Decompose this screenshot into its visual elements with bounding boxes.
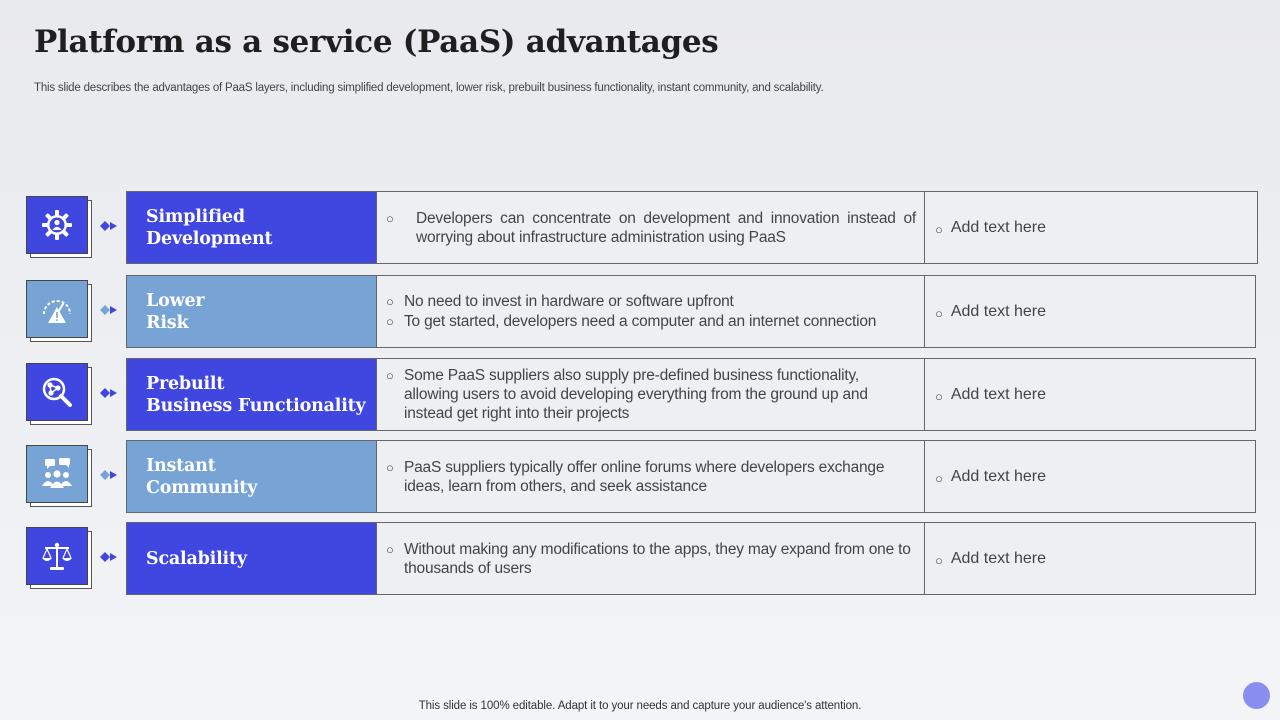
advantage-cells: Instant Community ○ PaaS suppliers typic… [126,440,1256,513]
bullet-icon: ○ [935,553,943,568]
bullet-icon: ○ [935,306,943,321]
arrow-right-icon [100,470,117,480]
icon-card [26,527,92,589]
placeholder-cell[interactable]: ○ Add text here [935,385,1047,405]
list-item: ○ Developers can concentrate on developm… [386,209,916,246]
advantage-description: ○ PaaS suppliers typically offer online … [377,441,925,512]
advantage-row: Instant Community ○ PaaS suppliers typic… [0,440,1280,514]
list-item: ○ PaaS suppliers typically offer online … [386,458,885,495]
scale-icon [26,527,88,585]
advantage-label: Simplified Development [127,192,377,263]
advantage-label: Instant Community [127,441,377,512]
list-item: ○ Some PaaS suppliers also supply pre-de… [386,367,868,422]
advantage-description: ○ No need to invest in hardware or softw… [377,276,925,347]
page-subtitle: This slide describes the advantages of P… [34,82,824,94]
icon-card [26,363,92,425]
list-item: ○ No need to invest in hardware or softw… [386,292,734,310]
placeholder-cell[interactable]: ○ Add text here [935,549,1047,569]
community-icon [26,445,88,503]
placeholder-cell[interactable]: ○ Add text here [935,302,1047,322]
advantage-cells: Prebuilt Business Functionality ○ Some P… [126,358,1256,431]
bullet-icon: ○ [386,210,394,226]
advantage-row: Scalability ○ Without making any modific… [0,522,1280,596]
bullet-icon: ○ [386,541,394,557]
advantage-row: Prebuilt Business Functionality ○ Some P… [0,358,1280,432]
advantage-row: Lower Risk ○ No need to invest in hardwa… [0,275,1280,349]
placeholder-cell[interactable]: ○ Add text here [935,467,1047,487]
bullet-icon: ○ [386,313,394,329]
advantage-description: ○ Without making any modifications to th… [377,523,925,594]
bullet-icon: ○ [935,222,943,237]
icon-card [26,196,92,258]
bullet-icon: ○ [386,368,394,383]
icon-card [26,280,92,342]
footer-note: This slide is 100% editable. Adapt it to… [418,700,862,712]
advantage-cells: Lower Risk ○ No need to invest in hardwa… [126,275,1256,348]
risk-gauge-icon [26,280,88,338]
arrow-right-icon [100,305,117,315]
bullet-icon: ○ [935,471,943,486]
placeholder-cell[interactable]: ○ Add text here [935,218,1047,238]
list-item: ○ Without making any modifications to th… [386,540,911,577]
advantage-description: ○ Some PaaS suppliers also supply pre-de… [377,359,925,430]
bullet-icon: ○ [386,459,394,475]
arrow-right-icon [100,221,117,231]
advantage-label: Scalability [127,523,377,594]
advantage-cells: Simplified Development ○ Developers can … [126,191,1258,264]
arrow-right-icon [100,552,117,562]
advantage-label: Lower Risk [127,276,377,347]
advantage-row: Simplified Development ○ Developers can … [0,191,1280,265]
advantage-cells: Scalability ○ Without making any modific… [126,522,1256,595]
bullet-icon: ○ [386,293,394,309]
bullet-icon: ○ [935,389,943,404]
gear-person-icon [26,196,88,254]
page-title: Platform as a service (PaaS) advantages [34,24,719,60]
advantage-label: Prebuilt Business Functionality [127,359,377,430]
advantage-description: ○ Developers can concentrate on developm… [377,192,925,263]
arrow-right-icon [100,388,117,398]
corner-decoration [1243,682,1270,709]
icon-card [26,445,92,507]
network-search-icon [26,363,88,421]
list-item: ○ To get started, developers need a comp… [386,312,877,330]
